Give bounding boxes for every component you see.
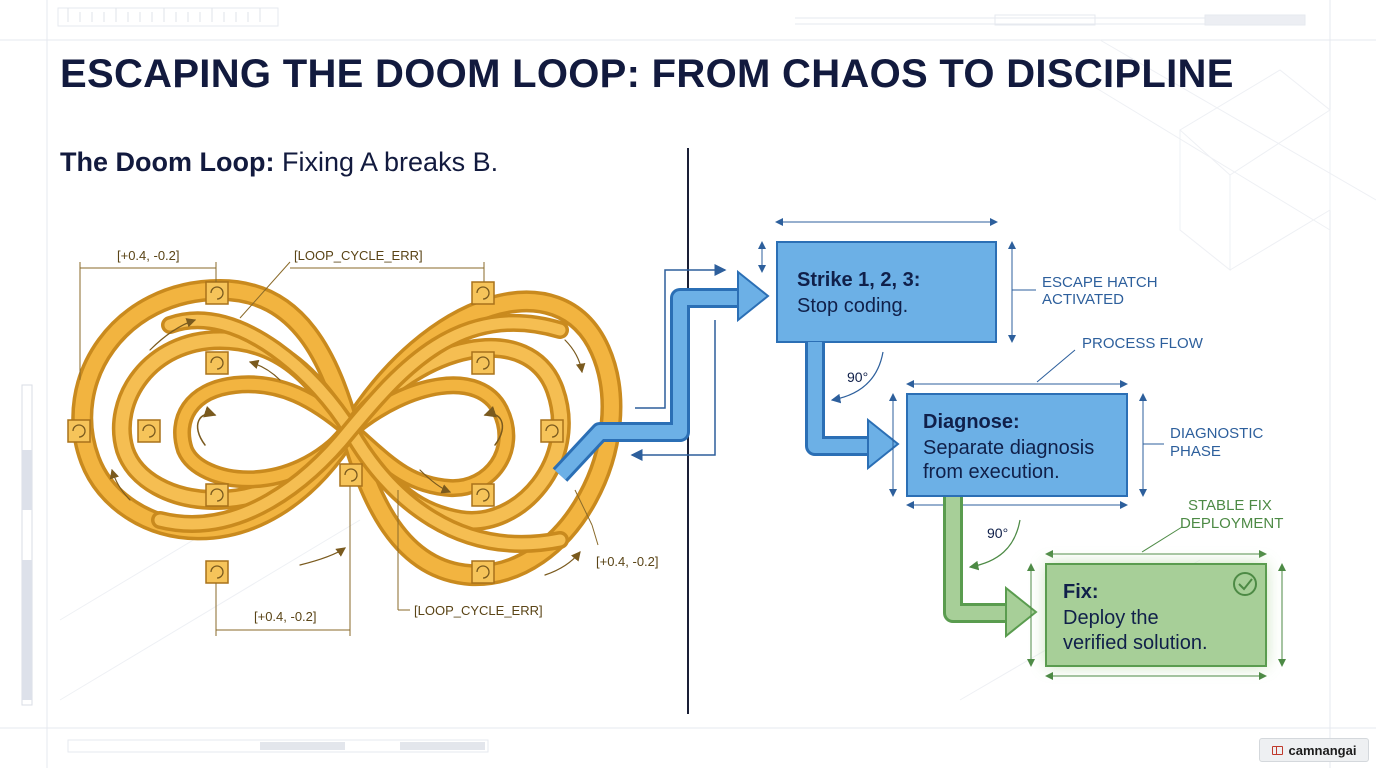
strike-title: Strike 1, 2, 3: — [797, 269, 920, 291]
fix-line-1: Deploy the — [1063, 607, 1159, 629]
doom-loop-knot — [71, 278, 623, 587]
fix-annotation-1: STABLE FIX — [1188, 497, 1272, 514]
subtitle: The Doom Loop: Fixing A breaks B. — [60, 147, 498, 178]
loop-node-icon — [471, 351, 495, 375]
loop-label-top-center: [LOOP_CYCLE_ERR] — [294, 248, 423, 263]
diagnose-annotation-2: PHASE — [1170, 443, 1221, 460]
loop-node-icon — [205, 483, 229, 507]
diagnose-line-2: from execution. — [923, 461, 1060, 483]
connector-strike-to-diagnose: 90° — [805, 342, 900, 471]
loop-node-icon — [339, 463, 363, 487]
loop-label-top-left: [+0.4, -0.2] — [117, 248, 180, 263]
watermark-text: camnangai — [1288, 742, 1357, 758]
watermark-badge: camnangai — [1259, 738, 1369, 762]
loop-annotations — [79, 261, 599, 636]
loop-node-icon — [471, 281, 495, 305]
loop-node-icon — [205, 281, 229, 305]
loop-node-icon — [67, 419, 91, 443]
process-flow: PROCESS FLOW — [906, 335, 1204, 388]
loop-label-bottom-error: [LOOP_CYCLE_ERR] — [414, 603, 543, 618]
step-strike: Strike 1, 2, 3: Stop coding. ESCAPE HATC… — [758, 218, 1158, 343]
loop-nodes — [67, 281, 564, 584]
subtitle-text: Fixing A breaks B. — [274, 147, 499, 177]
angle-label-2: 90° — [987, 525, 1008, 541]
loop-node-icon — [540, 419, 564, 443]
diagnose-title: Diagnose: — [923, 411, 1020, 433]
subtitle-bold: The Doom Loop: — [60, 147, 275, 177]
fix-line-2: verified solution. — [1063, 632, 1208, 654]
book-icon — [1271, 745, 1283, 755]
step-diagnose: Diagnose: Separate diagnosis from execut… — [889, 393, 1264, 509]
process-flow-label: PROCESS FLOW — [1082, 335, 1204, 352]
loop-node-icon — [205, 560, 229, 584]
diagnose-box — [906, 393, 1128, 497]
strike-annotation-2: ACTIVATED — [1042, 291, 1124, 308]
fix-box — [1045, 563, 1267, 667]
check-circle-icon — [1233, 572, 1257, 596]
step-fix: STABLE FIX DEPLOYMENT Fix: Deploy the ve… — [1027, 497, 1286, 680]
loop-label-bottom-center: [+0.4, -0.2] — [254, 609, 317, 624]
strike-line-1: Stop coding. — [797, 295, 908, 317]
loop-node-icon — [205, 351, 229, 375]
fix-annotation-2: DEPLOYMENT — [1180, 515, 1283, 532]
strike-box — [776, 241, 997, 343]
angle-label-1: 90° — [847, 369, 868, 385]
diagnose-annotation-1: DIAGNOSTIC — [1170, 425, 1264, 442]
loop-node-icon — [471, 560, 495, 584]
loop-label-bottom-right: [+0.4, -0.2] — [596, 554, 659, 569]
loop-node-icon — [137, 419, 161, 443]
connector-diagnose-to-fix: 90° — [943, 497, 1038, 639]
strike-annotation-1: ESCAPE HATCH — [1042, 274, 1158, 291]
loop-node-icon — [471, 483, 495, 507]
fix-title: Fix: — [1063, 581, 1099, 603]
page-title: ESCAPING THE DOOM LOOP: FROM CHAOS TO DI… — [60, 52, 1234, 96]
diagnose-line-1: Separate diagnosis — [923, 437, 1094, 459]
escape-arrow — [552, 264, 770, 482]
